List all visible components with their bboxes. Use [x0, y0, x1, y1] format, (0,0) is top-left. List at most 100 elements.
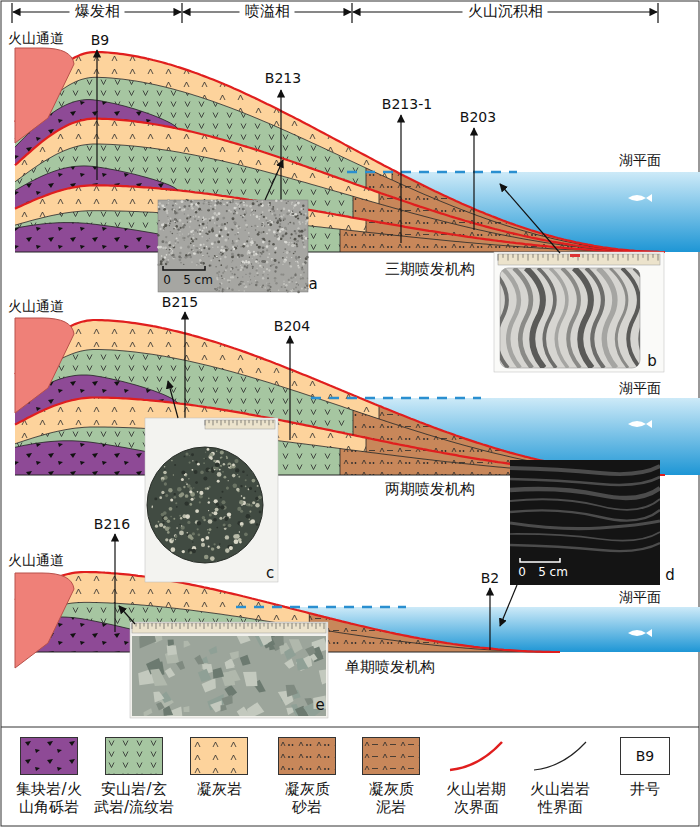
texture-grain [237, 228, 239, 230]
texture-grain [160, 260, 163, 263]
texture-grain [307, 277, 309, 279]
texture-grain [245, 211, 246, 212]
legend-item: 集块岩/火 山角砾岩 [4, 737, 94, 816]
texture-grain [177, 233, 178, 234]
texture-grain [300, 235, 302, 237]
texture-grain [205, 452, 206, 453]
texture-grain [159, 523, 163, 527]
ruler-tick [261, 420, 262, 425]
clast [184, 641, 191, 648]
core-body [500, 268, 640, 368]
texture-grain [223, 463, 225, 465]
texture-grain [184, 240, 185, 241]
texture-grain [224, 256, 227, 259]
texture-grain [226, 202, 228, 204]
ruler-tick [273, 420, 274, 423]
banding [562, 268, 580, 368]
texture-grain [169, 254, 171, 256]
ruler-tick [296, 623, 297, 627]
volcanic-vent [15, 318, 74, 413]
texture-grain [294, 277, 295, 278]
ruler [498, 254, 660, 265]
texture-grain [286, 285, 287, 286]
texture-grain [181, 209, 184, 212]
texture-grain [213, 543, 215, 545]
eruption-period-boundary [15, 52, 665, 252]
ruler-tick [168, 623, 169, 627]
texture-grain [235, 203, 236, 204]
texture-grain [232, 240, 233, 241]
texture-grain [262, 266, 264, 268]
texture-grain [207, 253, 209, 255]
texture-grain [233, 221, 235, 223]
texture-grain [185, 254, 187, 256]
texture-grain [206, 202, 207, 203]
texture-grain [241, 525, 243, 527]
texture-grain [191, 498, 194, 501]
texture-grain [244, 219, 246, 221]
texture-grain [295, 213, 298, 216]
texture-grain [185, 501, 189, 505]
texture-grain [297, 227, 299, 229]
texture-grain [188, 461, 190, 463]
texture-grain [240, 246, 242, 248]
texture-grain [195, 509, 199, 513]
ruler-tick [513, 254, 514, 258]
ruler-mark [570, 254, 580, 257]
ruler-tick [308, 623, 309, 629]
texture-grain [247, 281, 248, 282]
texture-grain [187, 221, 188, 222]
texture-grain [183, 264, 184, 265]
lithology-boundary [353, 196, 354, 217]
texture-grain [282, 273, 284, 275]
texture-grain [173, 496, 176, 499]
texture-grain [239, 500, 243, 504]
texture-grain [280, 237, 283, 240]
texture-grain [251, 519, 255, 523]
texture-grain [237, 277, 239, 279]
texture-grain [205, 458, 206, 459]
texture-grain [177, 242, 179, 244]
texture-grain [208, 546, 210, 548]
texture-grain [286, 251, 289, 254]
texture-grain [214, 241, 216, 243]
texture-grain [191, 261, 192, 262]
texture-grain [216, 202, 219, 205]
legend-swatch [20, 737, 78, 775]
texture-grain [253, 254, 256, 257]
texture-grain [169, 538, 174, 543]
texture-grain [241, 495, 243, 497]
texture-grain [304, 287, 306, 289]
texture-grain [262, 266, 264, 268]
texture-grain [158, 202, 161, 205]
texture-grain [221, 235, 223, 237]
texture-grain [256, 282, 257, 283]
scale-label: 0 [518, 566, 526, 580]
texture-grain [208, 255, 210, 257]
ruler-tick [533, 254, 534, 258]
texture-grain [205, 468, 210, 473]
texture-grain [222, 236, 223, 237]
texture-grain [166, 237, 167, 238]
texture-grain [298, 235, 301, 238]
ruler-tick [643, 254, 644, 258]
texture-grain [298, 284, 299, 285]
lithology-boundary [15, 166, 178, 191]
texture-grain [289, 210, 290, 211]
texture-grain [179, 208, 181, 210]
ruler-tick [221, 420, 222, 425]
texture-grain [238, 256, 240, 258]
texture-grain [246, 261, 248, 263]
texture-grain [203, 458, 205, 460]
texture-grain [226, 246, 228, 248]
texture-grain [214, 222, 215, 223]
texture-grain [273, 221, 275, 223]
clast [236, 636, 250, 644]
texture-grain [273, 210, 275, 212]
texture-grain [174, 493, 176, 495]
lamination [510, 532, 660, 541]
vent-label: 火山通道 [8, 30, 64, 46]
clast [259, 636, 272, 646]
clast [289, 639, 303, 653]
texture-grain [278, 289, 280, 291]
